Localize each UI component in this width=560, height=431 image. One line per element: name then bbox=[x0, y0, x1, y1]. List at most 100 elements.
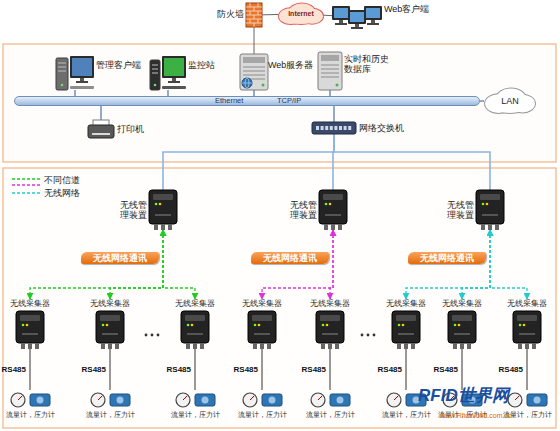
field-panel bbox=[3, 168, 556, 428]
dot bbox=[367, 334, 370, 337]
server-slot bbox=[243, 75, 265, 76]
device-connector bbox=[35, 343, 39, 349]
device-label-strip bbox=[325, 214, 341, 216]
node-label: 打印机 bbox=[117, 124, 157, 134]
tower-case bbox=[56, 58, 68, 90]
server-slot bbox=[243, 71, 265, 72]
server-slot bbox=[321, 73, 339, 74]
monitor-stand bbox=[80, 78, 84, 81]
monitor-frame bbox=[70, 56, 94, 78]
device-panel bbox=[100, 315, 120, 321]
device-connector bbox=[321, 343, 325, 349]
wireless-manager: 无线管 理装置 bbox=[476, 190, 504, 230]
wireless-link bbox=[462, 230, 490, 299]
power-led bbox=[61, 84, 64, 87]
device-connector bbox=[335, 343, 339, 349]
flow-pressure-meter-shape bbox=[10, 390, 50, 410]
device-led bbox=[325, 203, 328, 206]
monitor-screen bbox=[350, 12, 364, 22]
monitor-frame bbox=[332, 6, 350, 20]
wireless-collector: 无线采集器 bbox=[96, 299, 124, 349]
pressure-gauge bbox=[387, 393, 401, 407]
web-globe bbox=[242, 83, 252, 84]
pressure-gauge bbox=[508, 393, 522, 407]
brick-wall bbox=[246, 3, 262, 27]
monitor-station-shape bbox=[150, 52, 186, 90]
monitor-frame bbox=[364, 6, 382, 20]
device-connector bbox=[525, 343, 529, 349]
signal-label: RS485 bbox=[426, 365, 458, 375]
device-led bbox=[26, 324, 29, 327]
node-label: 无线管 理装置 bbox=[115, 200, 147, 220]
monitor-base bbox=[168, 81, 180, 83]
callout-label: 无线网络通讯 bbox=[81, 252, 159, 264]
node-label: Internet bbox=[278, 9, 324, 19]
device-connector bbox=[488, 224, 492, 230]
wireless-collector-shape bbox=[16, 311, 44, 349]
device-connector bbox=[338, 224, 342, 230]
wireless-manager: 无线管 理装置 bbox=[149, 190, 177, 230]
monitor-base bbox=[335, 23, 347, 25]
admin-client-shape bbox=[56, 52, 94, 90]
legend-text: 不同信道 bbox=[44, 175, 80, 185]
node-label: 无线采集器 bbox=[300, 299, 360, 308]
node-label: 防火墙 bbox=[214, 9, 244, 19]
device-panel bbox=[320, 315, 340, 321]
device-connector bbox=[115, 343, 119, 349]
node-label: 无线采集器 bbox=[497, 299, 557, 308]
server-slot bbox=[321, 77, 339, 78]
flow-pressure-meter-shape bbox=[507, 390, 547, 410]
watermark: RFID世界网 bbox=[418, 384, 509, 407]
device-connector bbox=[253, 343, 257, 349]
switch-case bbox=[312, 122, 356, 134]
flow-pressure-meter: 流量计，压力计 bbox=[310, 390, 350, 410]
switch-port bbox=[330, 126, 333, 130]
wireless-link bbox=[330, 230, 333, 299]
database-server-shape bbox=[318, 52, 342, 90]
dot bbox=[157, 334, 160, 337]
dot bbox=[151, 334, 154, 337]
flow-pressure-meter-shape bbox=[310, 390, 350, 410]
brick-joint bbox=[254, 7, 255, 11]
node-label: 无线采集器 bbox=[165, 299, 225, 308]
wireless-manager-shape bbox=[149, 190, 177, 230]
switch-port bbox=[334, 126, 337, 130]
device-case bbox=[319, 190, 347, 224]
firewall-icon: 防火墙 bbox=[246, 3, 262, 27]
device-connector bbox=[328, 343, 332, 349]
device-led bbox=[106, 324, 109, 327]
device-connector bbox=[532, 343, 536, 349]
wire-link bbox=[254, 27, 255, 54]
device-label-strip bbox=[102, 333, 118, 335]
server-case bbox=[318, 52, 342, 90]
device-led bbox=[519, 324, 522, 327]
node-label: 无线采集器 bbox=[80, 299, 140, 308]
signal-label: RS485 bbox=[226, 365, 258, 375]
device-connector bbox=[460, 343, 464, 349]
device-led bbox=[191, 324, 194, 327]
device-connector bbox=[161, 224, 165, 230]
monitor-stand bbox=[172, 78, 176, 81]
monitor-base bbox=[76, 81, 88, 83]
gauge-needle bbox=[318, 396, 322, 400]
firewall-icon-shape bbox=[246, 3, 262, 27]
gauge-needle bbox=[98, 396, 102, 400]
wire-link bbox=[334, 134, 490, 190]
device-case bbox=[16, 311, 44, 343]
device-led bbox=[402, 324, 405, 327]
node-label: 无线管 理装置 bbox=[285, 200, 317, 220]
server-led bbox=[262, 84, 265, 87]
node-label: LAN bbox=[484, 96, 536, 106]
printer-tray bbox=[92, 133, 110, 135]
wireless-link bbox=[110, 230, 163, 299]
printer: 打印机 bbox=[88, 120, 114, 138]
wireless-collector-shape bbox=[448, 311, 476, 349]
device-connector bbox=[411, 343, 415, 349]
device-panel bbox=[396, 315, 416, 321]
device-case bbox=[448, 311, 476, 343]
wireless-link bbox=[163, 230, 195, 299]
dot bbox=[145, 334, 148, 337]
wireless-collector: 无线采集器 bbox=[248, 299, 276, 349]
wire-link bbox=[163, 134, 334, 190]
switch-port bbox=[325, 126, 328, 130]
